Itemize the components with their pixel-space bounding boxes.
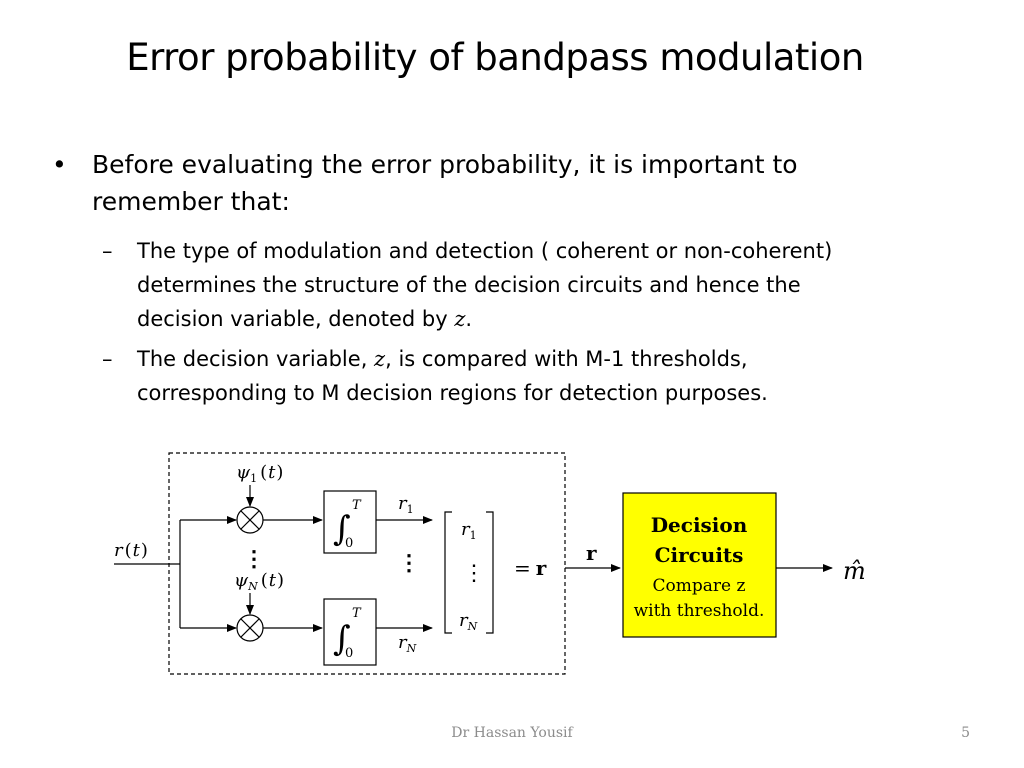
basis-bottom-sym: ψ bbox=[234, 570, 249, 591]
integrator-bottom-box bbox=[323, 598, 377, 666]
multiplier-top-icon bbox=[236, 506, 264, 534]
output-rN-label: rN bbox=[398, 632, 417, 655]
input-sym: r bbox=[114, 540, 124, 561]
vector-rN-sym: r bbox=[459, 610, 469, 631]
output-rN-sub: N bbox=[406, 642, 417, 655]
vector-rN: rN bbox=[459, 610, 478, 633]
bullet-main: • Before evaluating the error probabilit… bbox=[52, 146, 892, 220]
sub-bullet-2-text-a: The decision variable, bbox=[137, 347, 375, 371]
page-number: 5 bbox=[961, 725, 970, 741]
input-arg: t bbox=[133, 540, 141, 561]
dots-left: ⋮ bbox=[243, 546, 265, 572]
sub-bullet-1-text: The type of modulation and detection ( c… bbox=[137, 234, 882, 336]
sub-bullet-2-text: The decision variable, z, is compared wi… bbox=[137, 342, 882, 410]
sub-bullet-2: – The decision variable, z, is compared … bbox=[102, 342, 882, 410]
bullet-main-text: Before evaluating the error probability,… bbox=[92, 150, 798, 216]
sub-bullet-2-text-b: , is compared with M-1 thresholds, corre… bbox=[137, 347, 768, 405]
basis-top-arg: t bbox=[268, 462, 276, 483]
integrator-bottom-symbol: ∫ bbox=[333, 619, 351, 659]
basis-bottom-arg: t bbox=[269, 570, 277, 591]
vector-r1: r1 bbox=[461, 519, 477, 542]
output-r1-sym: r bbox=[398, 493, 408, 514]
sub-bullet-2-marker: – bbox=[102, 347, 113, 371]
basis-top-paren-close: ) bbox=[276, 462, 283, 483]
decision-line-1: Decision bbox=[651, 513, 748, 537]
vector-dots: ⋮ bbox=[463, 561, 485, 586]
basis-bottom-paren-close: ) bbox=[277, 570, 284, 591]
slide-title: Error probability of bandpass modulation bbox=[126, 36, 864, 79]
input-paren-close: ) bbox=[141, 540, 148, 561]
integrator-bottom-lower: 0 bbox=[345, 646, 353, 661]
basis-bottom-label: ψN(t) bbox=[234, 570, 284, 593]
output-rN-sym: r bbox=[398, 632, 408, 653]
basis-top-sym: ψ bbox=[236, 462, 251, 483]
decision-line-3: Compare z bbox=[653, 576, 746, 596]
multiplier-bottom-icon bbox=[236, 614, 264, 642]
basis-bottom-sub: N bbox=[247, 580, 258, 593]
vector-r1-sub: 1 bbox=[470, 529, 477, 542]
vector-equals-label: =r bbox=[514, 556, 547, 580]
vector-equals: = bbox=[514, 556, 531, 580]
sub-bullet-1-text-b: . bbox=[465, 307, 473, 331]
bullet-marker: • bbox=[52, 150, 67, 179]
sub-bullet-1-text-a: The type of modulation and detection ( c… bbox=[137, 239, 833, 331]
integrator-bottom-upper: T bbox=[352, 606, 362, 621]
input-signal-label: r(t) bbox=[114, 540, 148, 561]
output-estimate-label: m̂ bbox=[843, 557, 866, 585]
decision-line-2: Circuits bbox=[655, 543, 744, 567]
vector-bracket-left bbox=[444, 511, 452, 634]
vector-bold-r: r bbox=[536, 556, 547, 580]
integrator-top-lower: 0 bbox=[345, 536, 353, 551]
basis-top-paren-open: ( bbox=[260, 462, 267, 483]
vector-r1-sym: r bbox=[461, 519, 471, 540]
sub-bullet-1: – The type of modulation and detection (… bbox=[102, 234, 882, 336]
input-paren-open: ( bbox=[125, 540, 132, 561]
decision-line-4: with threshold. bbox=[634, 601, 765, 621]
vector-bracket-right bbox=[486, 511, 494, 634]
dots-middle: ⋮ bbox=[398, 550, 420, 576]
decision-circuits-box bbox=[622, 492, 777, 638]
vector-rN-sub: N bbox=[467, 620, 478, 633]
sub-bullet-1-marker: – bbox=[102, 239, 113, 263]
integrator-top-upper: T bbox=[352, 498, 362, 513]
sub-bullet-1-var: z bbox=[454, 307, 466, 331]
sub-bullet-2-var: z bbox=[374, 347, 386, 371]
basis-bottom-paren-open: ( bbox=[261, 570, 268, 591]
integrator-top-box bbox=[323, 490, 377, 554]
basis-top-label: ψ1(t) bbox=[236, 462, 283, 485]
integrator-top-symbol: ∫ bbox=[333, 509, 351, 549]
output-r1-sub: 1 bbox=[407, 503, 414, 516]
to-decision-label: r bbox=[586, 541, 597, 565]
footer-author: Dr Hassan Yousif bbox=[451, 725, 573, 741]
basis-top-sub: 1 bbox=[250, 472, 257, 485]
output-r1-label: r1 bbox=[398, 493, 414, 516]
